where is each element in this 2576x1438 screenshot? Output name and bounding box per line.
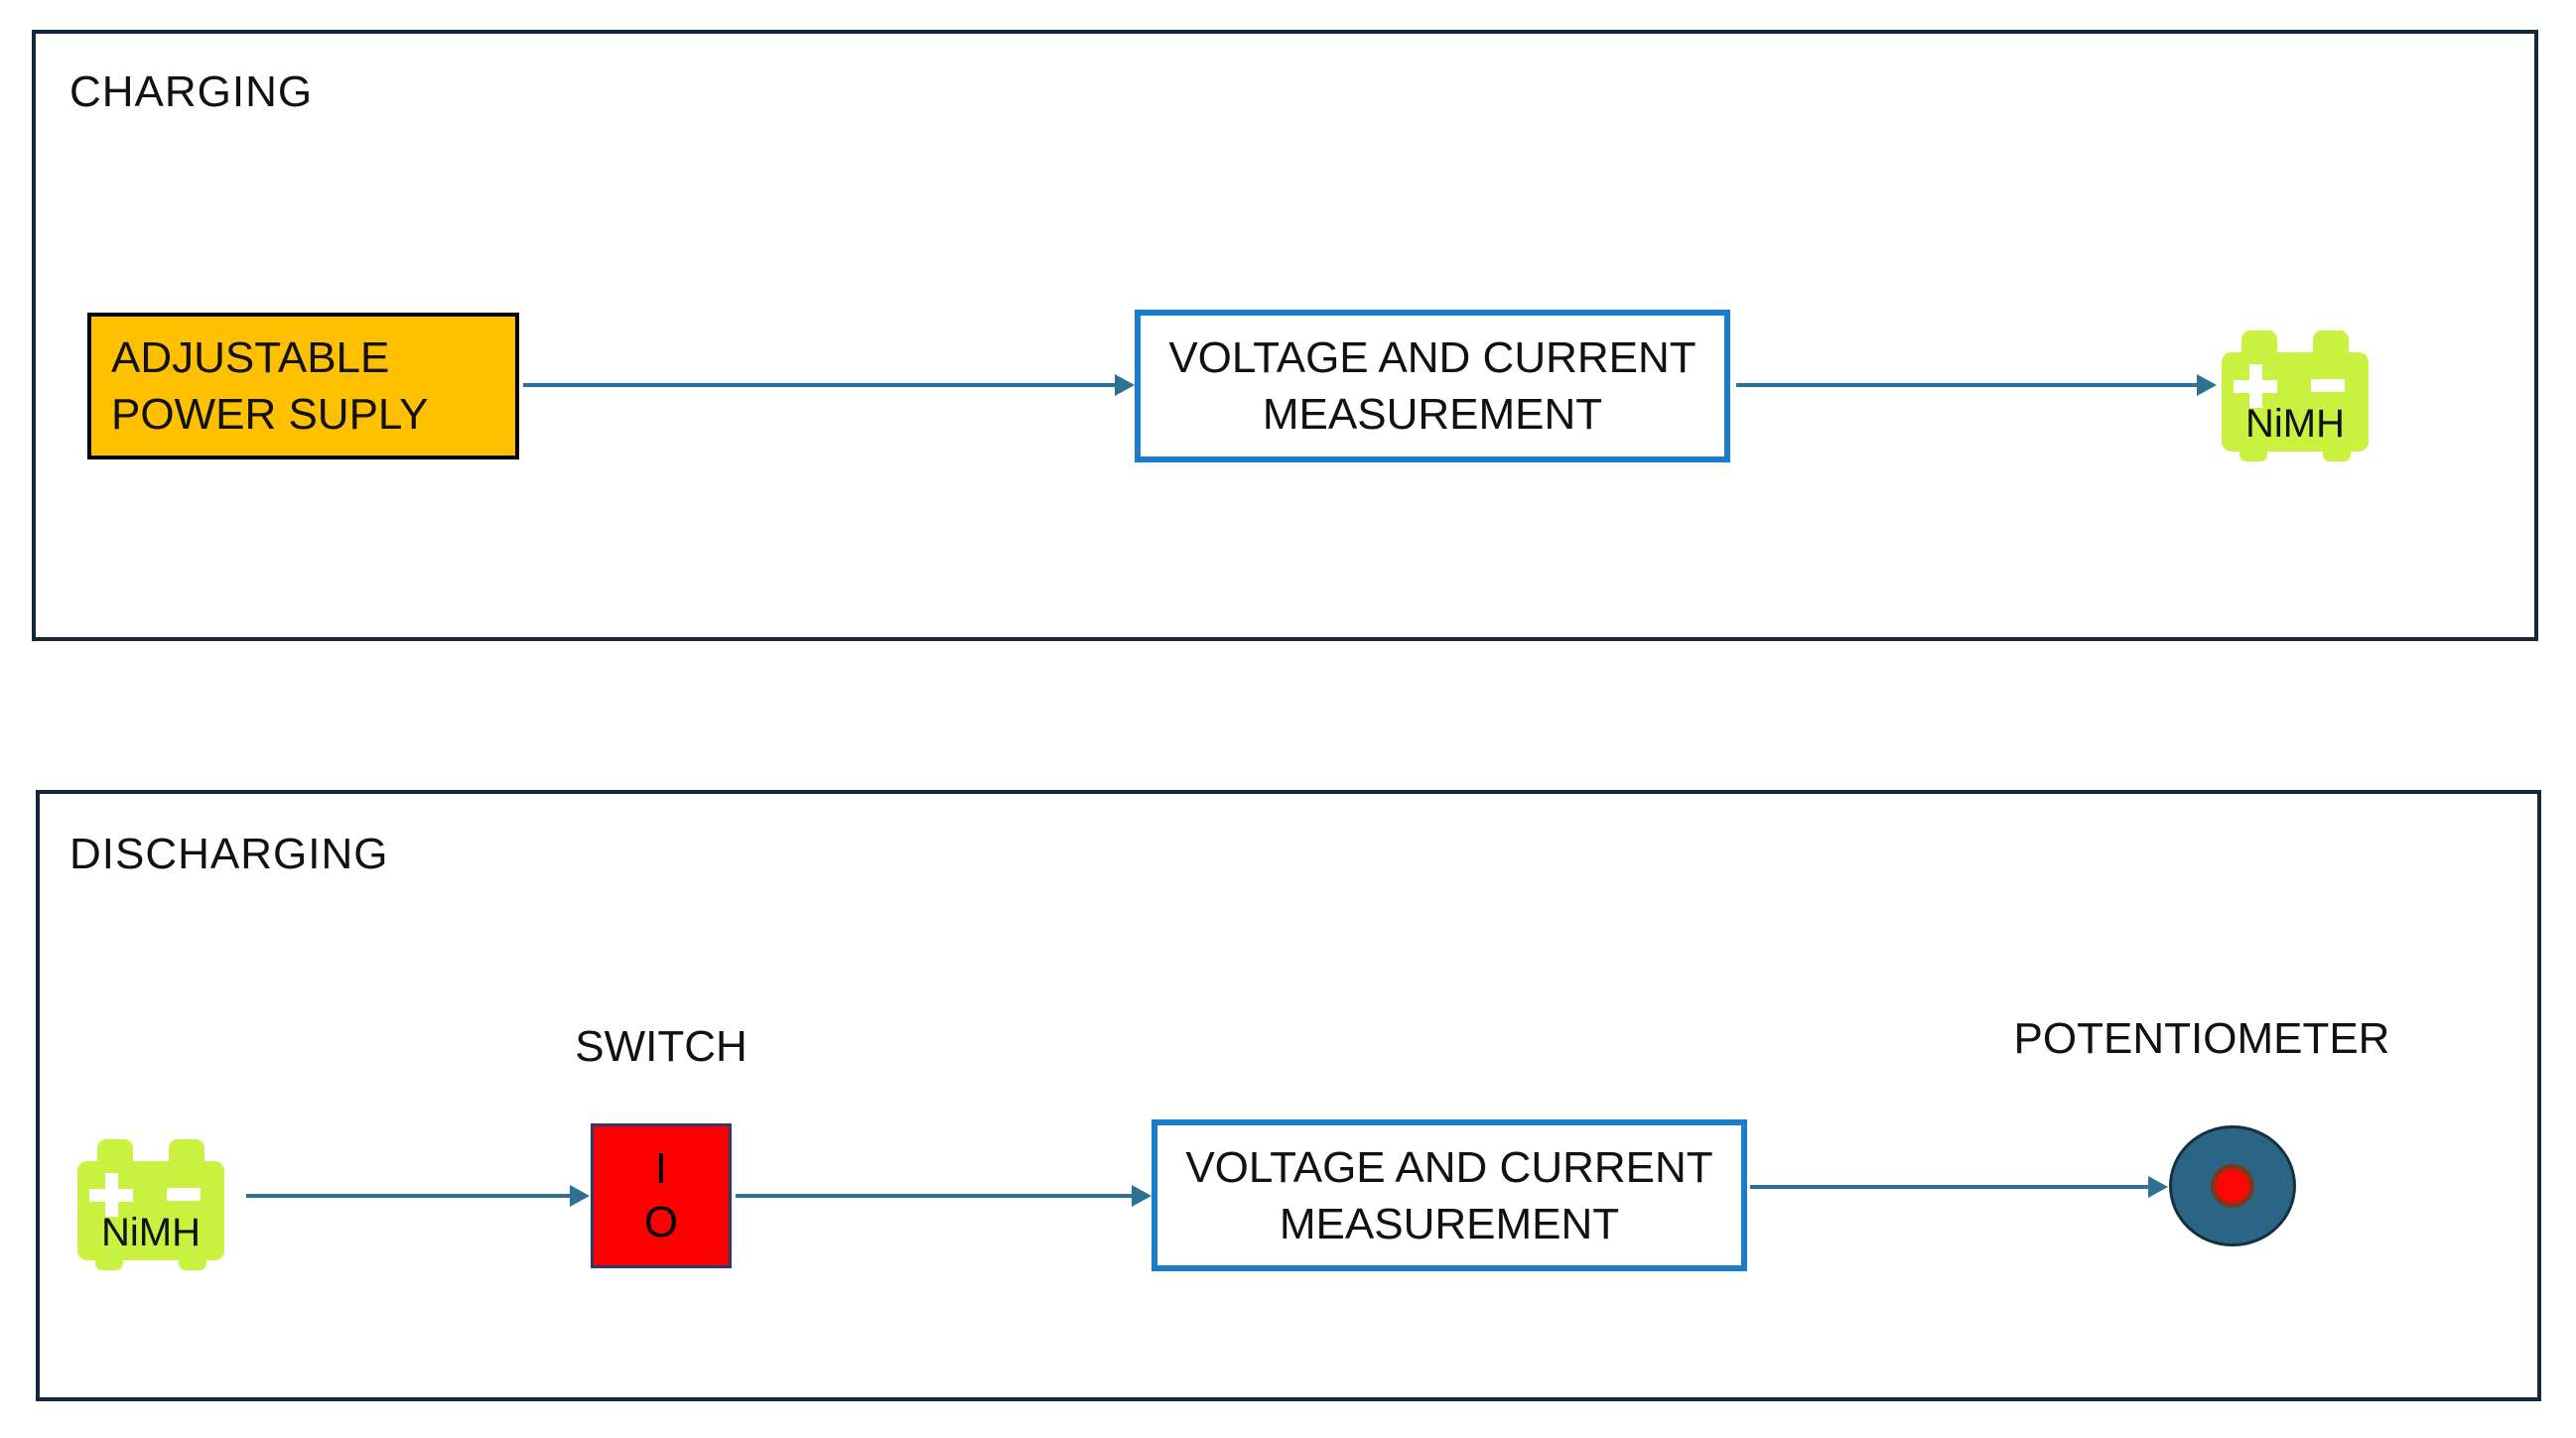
arrowhead-icon: [2148, 1176, 2168, 1198]
battery-label: NiMH: [101, 1211, 201, 1254]
arrow-psu-to-measurement: [523, 374, 1135, 396]
battery-icon: NiMH: [2222, 330, 2369, 463]
switch-box: I O: [591, 1123, 732, 1268]
minus-icon: [167, 1188, 201, 1201]
power-supply-box: ADJUSTABLE POWER SUPLY: [87, 313, 519, 459]
measurement-label-line2: MEASUREMENT: [1279, 1199, 1620, 1248]
measurement-box-charging: VOLTAGE AND CURRENT MEASUREMENT: [1135, 310, 1730, 462]
arrow-measurement-to-potentiometer: [1750, 1176, 2168, 1198]
arrow-battery-to-switch: [246, 1185, 590, 1207]
arrowhead-icon: [570, 1185, 590, 1207]
plus-icon: [89, 1173, 133, 1217]
arrowhead-icon: [1115, 374, 1135, 396]
arrow-measurement-to-battery: [1736, 374, 2217, 396]
battery-icon: NiMH: [77, 1139, 224, 1272]
battery-foot: [2239, 448, 2267, 461]
battery-body: NiMH: [2222, 352, 2369, 452]
measurement-label-line1: VOLTAGE AND CURRENT: [1168, 333, 1696, 382]
battery-foot: [179, 1256, 206, 1270]
switch-label: SWITCH: [575, 1022, 747, 1071]
potentiometer-icon: [2169, 1125, 2296, 1246]
discharging-title: DISCHARGING: [69, 830, 389, 878]
power-supply-label-line1: ADJUSTABLE: [111, 333, 390, 382]
arrowhead-icon: [2197, 374, 2217, 396]
measurement-label-line2: MEASUREMENT: [1262, 390, 1603, 439]
discharging-panel: [36, 790, 2541, 1401]
power-supply-label-line2: POWER SUPLY: [111, 390, 429, 439]
battery-label: NiMH: [2245, 402, 2345, 446]
measurement-label-line1: VOLTAGE AND CURRENT: [1185, 1142, 1713, 1192]
minus-icon: [2311, 379, 2345, 392]
battery-foot: [95, 1256, 123, 1270]
plus-icon: [2234, 364, 2277, 408]
arrow-switch-to-measurement: [736, 1185, 1152, 1207]
switch-on-label: I: [654, 1144, 668, 1193]
battery-foot: [2323, 448, 2351, 461]
potentiometer-label: POTENTIOMETER: [2013, 1014, 2390, 1063]
potentiometer-knob-icon: [2211, 1164, 2254, 1208]
charging-title: CHARGING: [69, 67, 314, 116]
switch-off-label: O: [643, 1198, 679, 1246]
battery-body: NiMH: [77, 1161, 224, 1260]
measurement-box-discharging: VOLTAGE AND CURRENT MEASUREMENT: [1152, 1119, 1747, 1271]
arrowhead-icon: [1132, 1185, 1152, 1207]
